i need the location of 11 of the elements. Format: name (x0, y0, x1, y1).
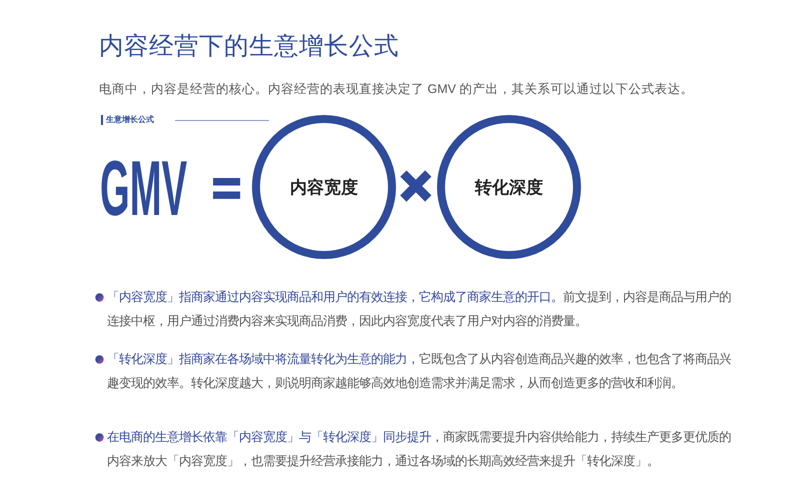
title: 内容经营下的生意增长公式 (99, 32, 399, 62)
paragraph: 在电商的生意增长依靠「内容宽度」与「转化深度」同步提升，商家既需要提升内容供给能力，持续生产更多更优质的内容来放大「内容宽度」，也需要提升经营承接能力，通过各场域的长期高效经营来提升「转化深度」。 (107, 429, 732, 470)
formula-term: GMV (100, 152, 188, 224)
equals-sign: = (212, 160, 242, 216)
circle: 转化深度 (437, 115, 581, 259)
multiply-sign: × (400, 158, 432, 214)
circle: 内容宽度 (252, 115, 396, 259)
paragraph: 「转化深度」指商家在各场域中将流量转化为生意的能力，它既包含了从内容创造商品兴趣的效率，也包含了将商品兴趣变现的效率。转化深度越大，则说明商家越能够高效地创造需求并满足需求，从而创造更多的营收和利润。 (107, 351, 732, 392)
paragraph: 「内容宽度」指商家通过内容实现商品和用户的有效连接，它构成了商家生意的开口。前文提到，内容是商品与用户的连接中枢，用户通过消费内容来实现商品消费，因此内容宽度代表了用户对内容的消费量。 (107, 289, 732, 330)
section-tag: 生意增长公式 (101, 115, 154, 125)
intro-text: 电商中，内容是经营的核心。内容经营的表现直接决定了 GMV 的产出，其关系可以通过以下公式表达。 (99, 81, 694, 98)
